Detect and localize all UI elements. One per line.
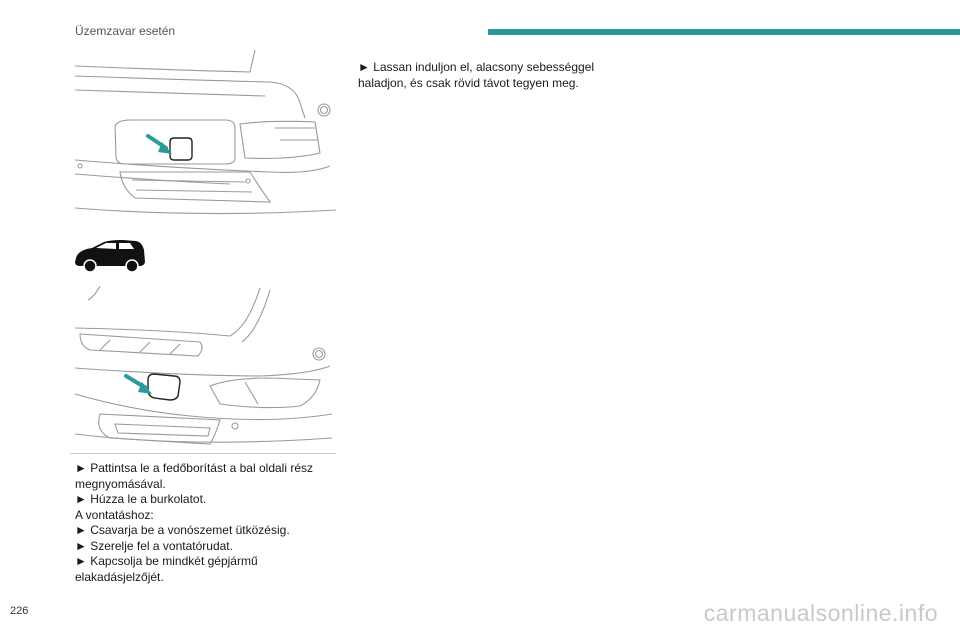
section-title: Üzemzavar esetén	[75, 24, 176, 38]
header-accent-bar	[488, 29, 960, 35]
figure-divider	[70, 453, 336, 454]
instruction-step: ► Kapcsolja be mindkét gépjármű elakadás…	[75, 554, 258, 584]
page-number: 226	[10, 605, 29, 617]
bumper-illustration-top	[74, 49, 336, 215]
instruction-step: ► Csavarja be a vonószemet ütközésig.	[75, 523, 290, 537]
right-column-instructions: ► Lassan induljon el, alacsony sebességg…	[358, 60, 618, 91]
bumper-illustration-bottom	[74, 286, 333, 445]
instruction-step: ► Húzza le a burkolatot.	[75, 492, 207, 506]
instruction-step: ► Pattintsa le a fedőborítást a bal olda…	[75, 461, 314, 491]
suv-silhouette-icon	[75, 240, 145, 273]
watermark: carmanualsonline.info	[703, 600, 938, 626]
left-column-instructions: ► Pattintsa le a fedőborítást a bal olda…	[75, 461, 340, 585]
instruction-step: ► Szerelje fel a vontatórudat.	[75, 538, 233, 553]
instruction-subheading: A vontatáshoz:	[75, 507, 154, 522]
instruction-step: ► Lassan induljon el, alacsony sebességg…	[358, 60, 595, 90]
